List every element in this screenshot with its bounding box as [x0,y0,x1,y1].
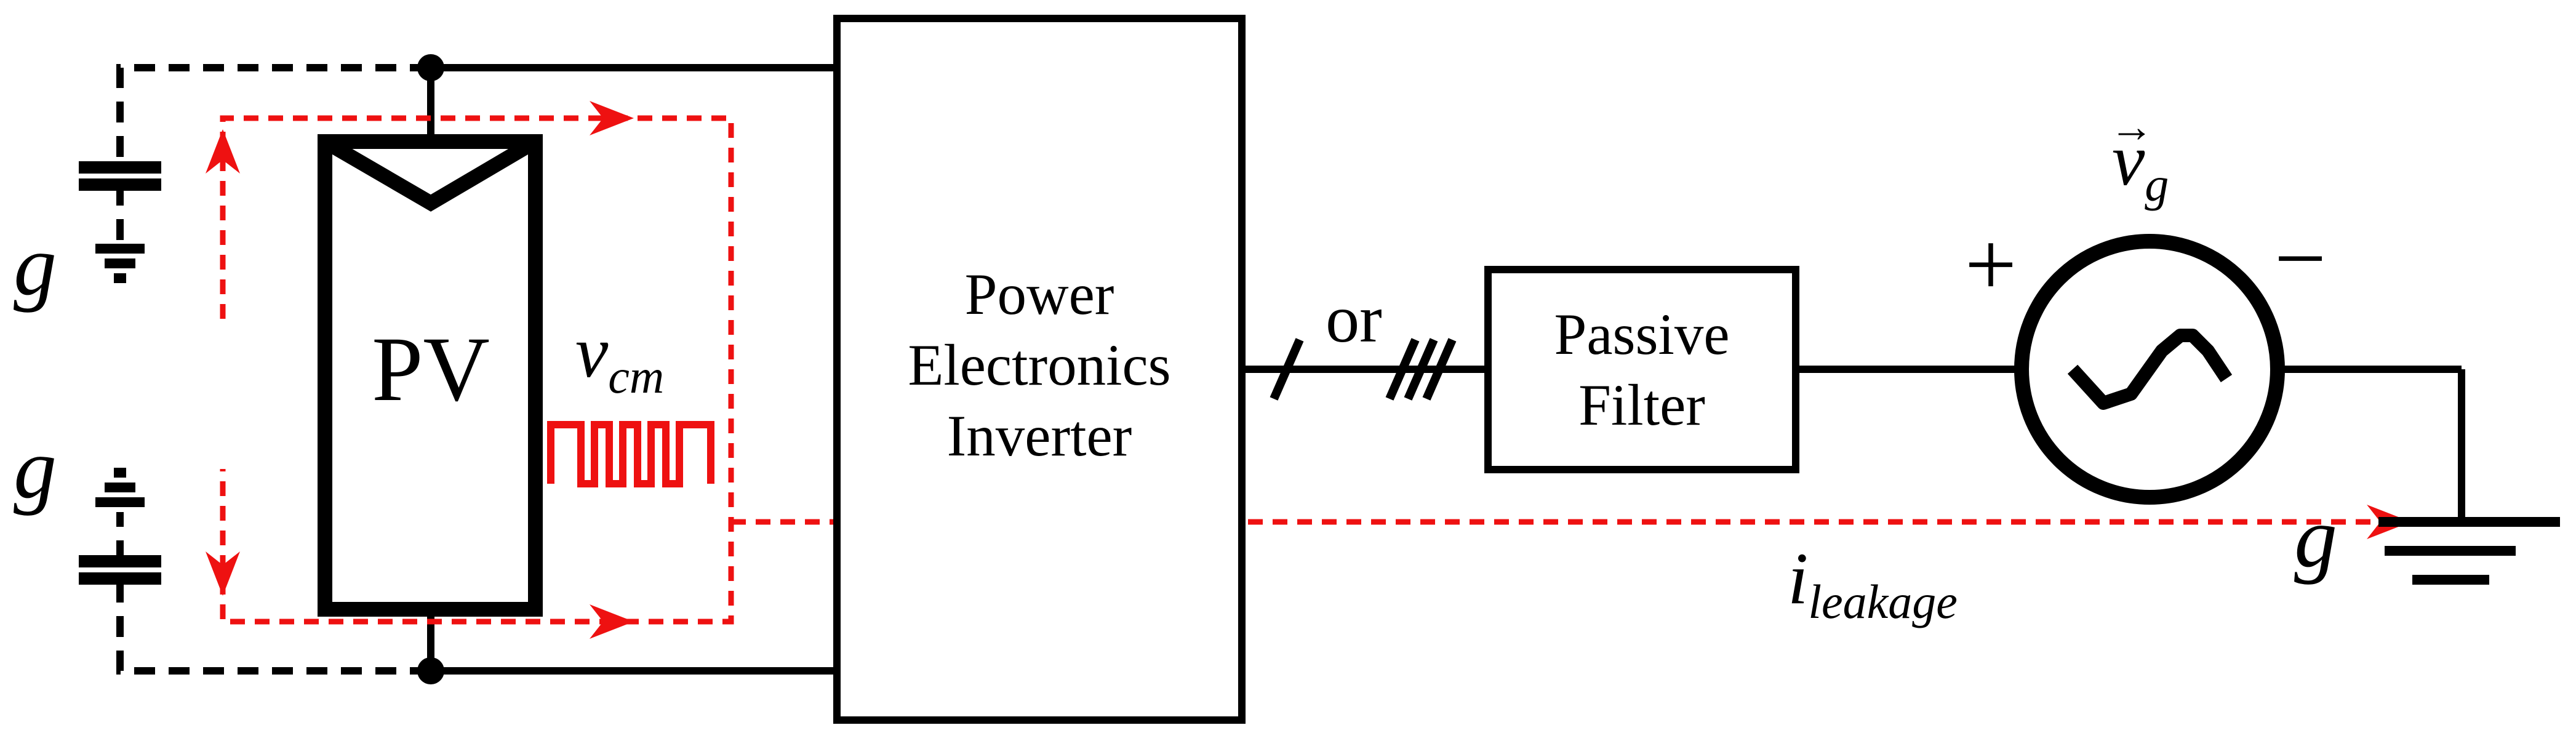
earth-ground-symbol [2378,517,2560,585]
ground-label-top: g [14,218,57,313]
grid-ac-source [2014,234,2285,505]
power-electronics-inverter: Power Electronics Inverter [833,15,1246,724]
arrow-up-icon [206,129,240,174]
phase-markers [1270,338,1457,401]
sine-wave-icon [2067,329,2233,410]
inverter-label-line1: Power [965,262,1114,327]
parasitic-capacitance-wiring [116,64,431,675]
filter-label-line1: Passive [1554,302,1730,367]
inverter-label-line2: Electronics [908,332,1170,398]
inverter-label-line3: Inverter [947,403,1132,468]
vg-sub: g [2145,158,2169,211]
ground-label-bottom: g [14,421,57,516]
parasitic-capacitor-top [79,161,161,191]
arrow-right-icon [590,604,634,639]
pv-panel: PV [318,134,543,617]
ground-symbol-bottom [95,468,145,507]
common-mode-square-wave [547,421,714,487]
or-label: or [1326,281,1382,356]
minus-label: − [2274,207,2327,310]
vcm-sub: cm [608,350,664,403]
leakage-arrowheads [206,101,2411,639]
ground-symbol-top [95,244,145,283]
ileak-main: i [1788,537,1808,619]
vcm-main: v [575,311,609,393]
leakage-current-label: ileakage [1788,537,1958,628]
pv-label: PV [372,318,490,420]
parasitic-capacitor-bottom [79,555,161,585]
arrow-right-icon [590,101,634,135]
filter-label-line2: Filter [1578,372,1705,438]
ileak-sub: leakage [1808,575,1958,628]
vcm-label: vcm [575,311,664,403]
vg-arrow: → [2110,102,2154,151]
vg-main: v [2112,119,2145,201]
passive-filter: Passive Filter [1484,266,1799,473]
plus-label: + [1965,214,2017,316]
vg-label: vg [2112,119,2169,211]
ground-label-right: g [2294,490,2337,585]
arrow-down-icon [206,551,240,596]
